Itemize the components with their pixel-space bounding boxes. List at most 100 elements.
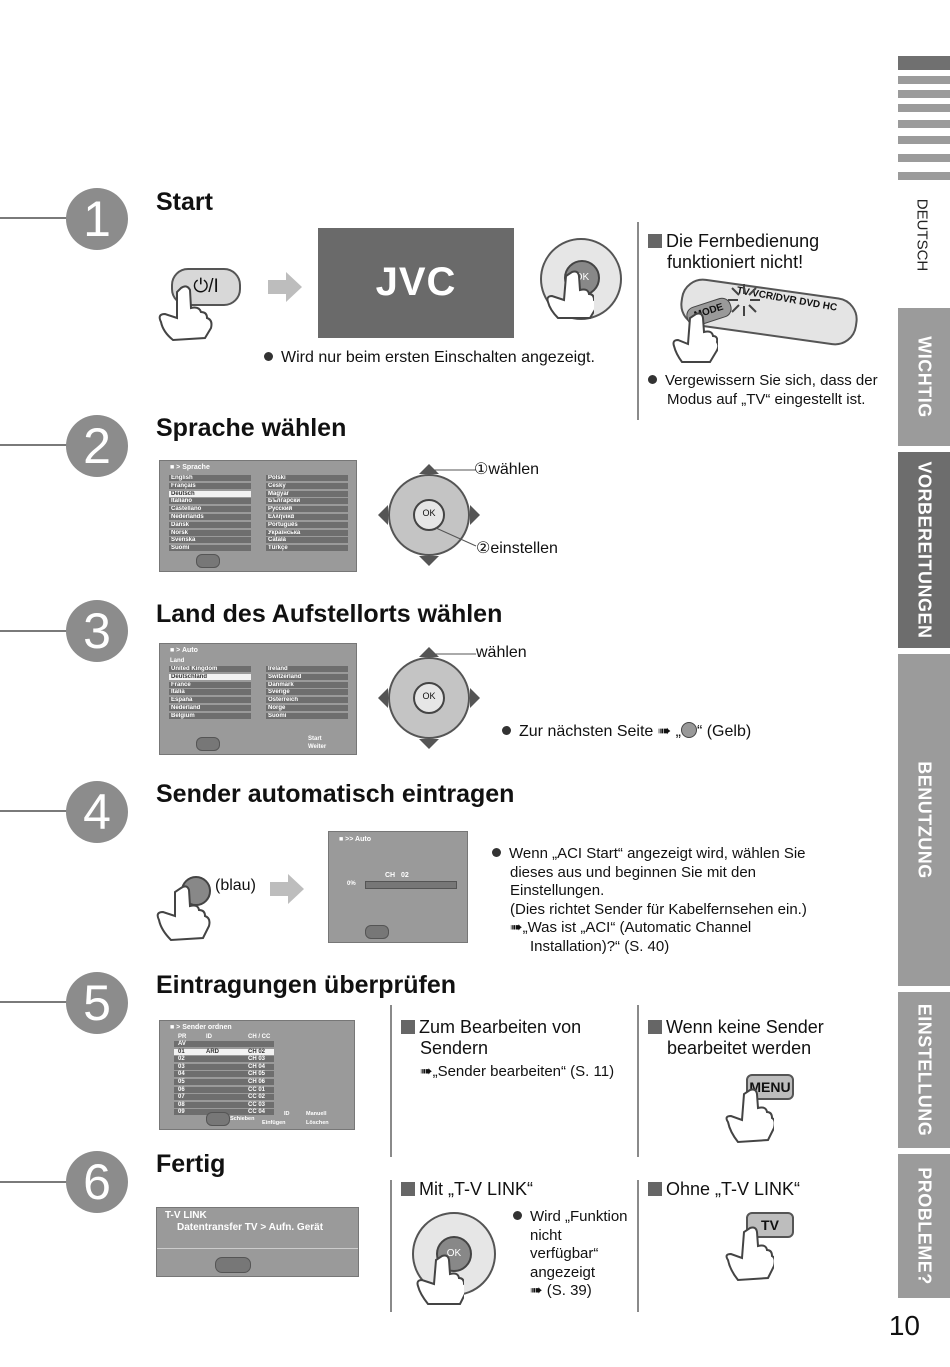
tab-probleme[interactable]: PROBLEME? — [898, 1154, 950, 1298]
power-button-illustration: ⏻/I — [155, 262, 245, 342]
hand-icon — [725, 1226, 774, 1282]
next-page-note: Zur nächsten Seite ➠ „“ (Gelb) — [502, 722, 751, 741]
stripe — [898, 76, 950, 84]
menu-item[interactable]: Danmark — [266, 681, 348, 688]
heading-line: Sendern — [420, 1038, 489, 1058]
nav-icon — [206, 1112, 230, 1126]
cell-pr: 04 — [178, 1071, 185, 1078]
menu-item[interactable]: Suomi — [169, 545, 251, 552]
circled-one-icon: ① — [474, 461, 489, 478]
menu-item[interactable]: Türkçe — [266, 545, 348, 552]
tab-einstellung[interactable]: EINSTELLUNG — [898, 992, 950, 1148]
heading-line: Zum Bearbeiten von — [419, 1017, 582, 1037]
table-row[interactable]: 06 CC 01 — [174, 1086, 274, 1093]
tab-vorbereitungen[interactable]: VORBEREITUNGEN — [898, 452, 950, 648]
arrow-icon: ➠ — [657, 723, 672, 740]
tab-wichtig[interactable]: WICHTIG — [898, 308, 950, 446]
menu-item[interactable]: Français — [169, 482, 251, 489]
edit-heading: Zum Bearbeiten von Sendern — [401, 1017, 581, 1059]
menu-header: ■ > Sprache — [170, 464, 210, 471]
menu-item[interactable]: Deutschland — [169, 673, 251, 680]
tv-button[interactable]: TV — [746, 1212, 794, 1238]
cell-ch: CH 03 — [248, 1056, 266, 1063]
arrow-icon: ➠ — [510, 919, 523, 936]
menu-item[interactable]: Switzerland — [266, 673, 348, 680]
tab-benutzung[interactable]: BENUTZUNG — [898, 654, 950, 986]
cell-pr: 06 — [178, 1086, 185, 1093]
cell-ch: CH 02 — [248, 1048, 266, 1055]
ch-label: CH — [385, 872, 396, 879]
ok-button[interactable]: OK — [422, 508, 436, 518]
menu-item[interactable]: English — [169, 475, 251, 481]
column-pr: PR — [178, 1034, 187, 1040]
heading-text: Ohne „T-V LINK“ — [666, 1179, 801, 1199]
menu-item[interactable]: España — [169, 697, 251, 704]
menu-button-illustration: MENU — [724, 1072, 804, 1144]
menu-item[interactable]: France — [169, 681, 251, 688]
menu-item[interactable]: Svenska — [169, 537, 251, 544]
menu-item[interactable]: Русский — [266, 506, 348, 513]
menu-item[interactable]: Ireland — [266, 666, 348, 672]
note-line: nicht — [530, 1226, 562, 1244]
step1-note: Wird nur beim ersten Einschalten angezei… — [264, 348, 595, 367]
table-row[interactable]: AV — [174, 1041, 274, 1047]
menu-item[interactable]: Italia — [169, 689, 251, 696]
nav-icon — [365, 925, 389, 939]
progress-bar — [365, 881, 457, 889]
menu-item[interactable]: Dansk — [169, 521, 251, 528]
heading-line: Wenn keine Sender — [666, 1017, 824, 1037]
page-number: 10 — [888, 1310, 920, 1341]
divider — [157, 1248, 358, 1249]
step-number: 2 — [66, 415, 128, 477]
menu-item[interactable]: Norsk — [169, 529, 251, 536]
divider — [390, 1005, 392, 1157]
menu-item[interactable]: Nederlands — [169, 514, 251, 520]
menu-item[interactable]: Sverige — [266, 689, 348, 696]
footer-schieben: Schieben — [230, 1116, 255, 1122]
menu-item[interactable]: Nederland — [169, 705, 251, 711]
with-tvlink-heading: Mit „T-V LINK“ — [401, 1179, 533, 1200]
menu-item[interactable]: Belgium — [169, 712, 251, 719]
menu-item[interactable]: Suomi — [266, 712, 348, 719]
note-line: Modus auf „TV“ eingestellt ist. — [667, 391, 866, 408]
menu-item[interactable]: Italiano — [169, 498, 251, 505]
menu-item[interactable]: Українська — [266, 529, 348, 536]
hand-icon — [156, 885, 211, 942]
tv-button-illustration: TV — [724, 1210, 804, 1282]
menu-item[interactable]: United Kingdom — [169, 666, 251, 672]
menu-item[interactable]: Български — [266, 498, 348, 505]
step-title: Fertig — [156, 1150, 226, 1178]
menu-item[interactable]: Polski — [266, 475, 348, 481]
heading-line: Die Fernbedienung — [666, 231, 820, 251]
weiter-label: Weiter — [308, 744, 327, 750]
menu-item[interactable]: Magyar — [266, 490, 348, 497]
menu-item[interactable]: Deutsch — [169, 490, 251, 497]
menu-item[interactable]: Ελληνικά — [266, 514, 348, 520]
hand-icon — [672, 312, 718, 363]
menu-item[interactable]: Português — [266, 521, 348, 528]
menu-item[interactable]: Österreich — [266, 697, 348, 704]
language-label: DEUTSCH — [913, 198, 931, 272]
menu-button[interactable]: MENU — [746, 1074, 794, 1100]
blue-label: (blau) — [215, 877, 256, 894]
nav-icon — [196, 737, 220, 751]
menu-item[interactable]: Castellano — [169, 506, 251, 513]
menu-item[interactable]: Norge — [266, 705, 348, 711]
ok-button[interactable]: OK — [422, 691, 436, 701]
cell-ch: CC 01 — [248, 1086, 266, 1093]
stripe — [898, 90, 950, 98]
callout-lines — [430, 469, 477, 547]
menu-item[interactable]: Català — [266, 537, 348, 544]
stripe — [898, 172, 950, 180]
menu-item[interactable]: Česky — [266, 482, 348, 489]
